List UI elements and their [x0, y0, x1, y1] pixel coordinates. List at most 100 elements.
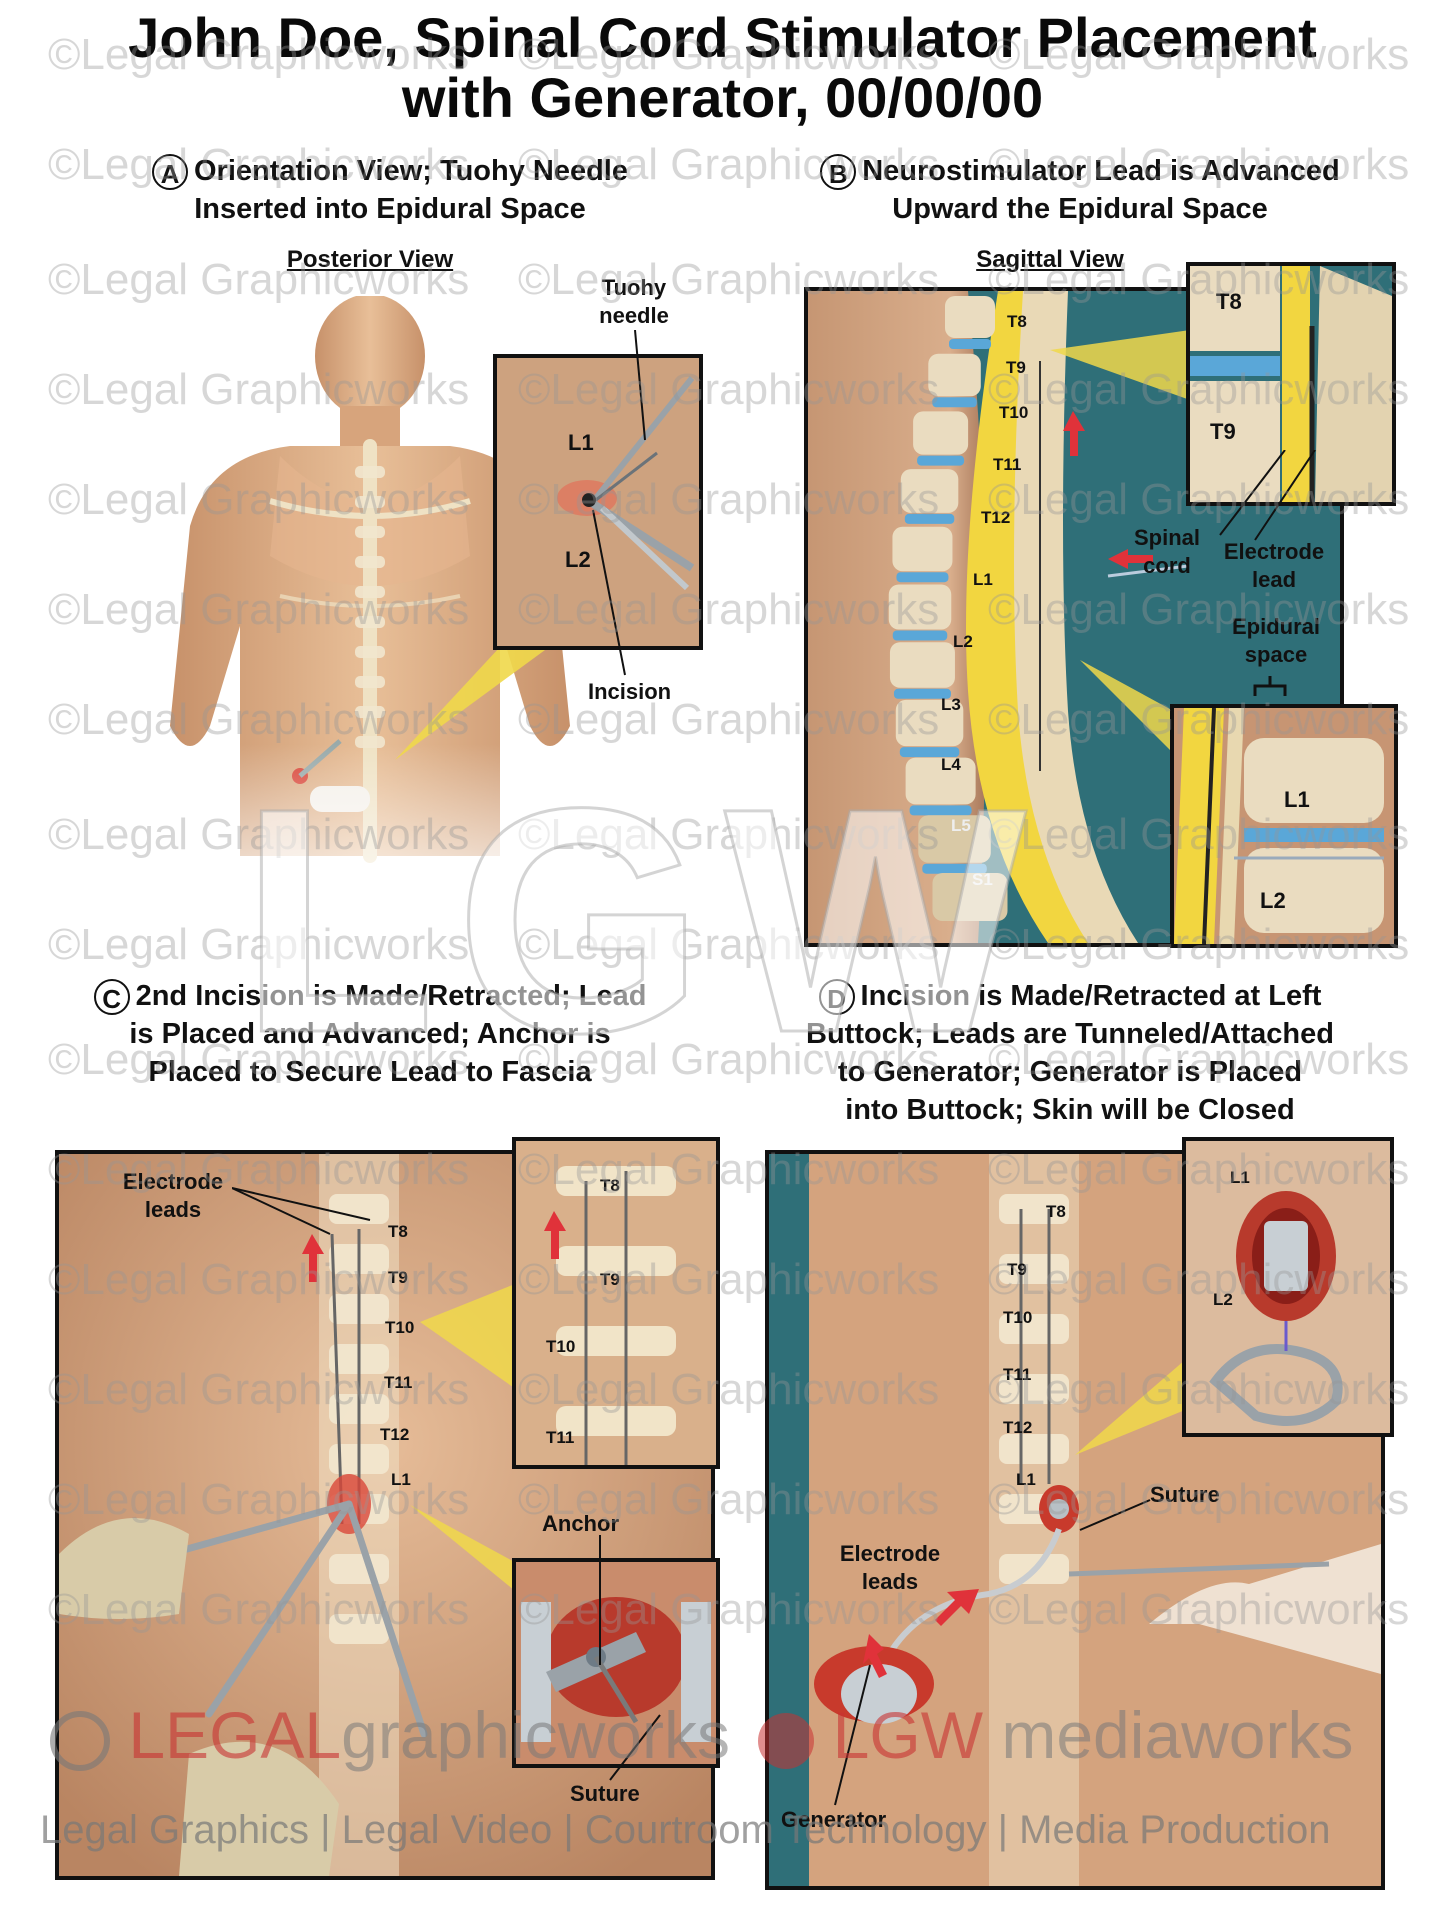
intervertebral-disc [896, 572, 949, 583]
incision-label: Incision [588, 679, 672, 704]
panel-d-letter: D [818, 979, 855, 1016]
vertebra-body [928, 353, 981, 397]
title-line-2: with Generator, 00/00/00 [401, 66, 1044, 129]
title-line-1: John Doe, Spinal Cord Stimulator Placeme… [128, 6, 1317, 69]
c-inset-vertebra-label-2: T10 [546, 1337, 576, 1356]
intervertebral-disc [917, 455, 965, 466]
panel-c-electrode-leaders [232, 1187, 371, 1235]
panel-c-title-line-2: is Placed and Advanced; Anchor is [129, 1018, 611, 1051]
panel-b-callout-bottom [1080, 660, 1190, 770]
brand-lgw: LGW [832, 1698, 983, 1772]
c-electrode-label-line-2: leads [144, 1197, 202, 1222]
sag-vertebra-label-10: S1 [972, 870, 993, 889]
c-vertebra-label-5: L1 [391, 1470, 411, 1489]
magnifier-icon [50, 1710, 110, 1771]
d-inset-label-l1: L1 [1230, 1168, 1250, 1187]
lgw-big-logo-watermark: LGW [238, 741, 1047, 1099]
d-vertebra-label-3: T11 [1003, 1365, 1032, 1384]
panel-c-callout-bottom [410, 1505, 520, 1595]
sagittal-vertebrae-column [888, 296, 1008, 921]
panel-d-leader-lines [834, 1499, 1151, 1806]
play-icon [758, 1712, 815, 1769]
sag-vertebra-label-4: T12 [981, 508, 1011, 527]
panel-d-title-line-1: Incision is Made/Retracted at Left [860, 980, 1322, 1012]
d-inset-label-l2: L2 [1213, 1290, 1233, 1309]
generator-label: Generator [781, 1807, 887, 1832]
panel-b-title-line-2: Upward the Epidural Space [892, 193, 1268, 226]
c-vertebra-label-0: T8 [388, 1222, 408, 1241]
intervertebral-disc [904, 513, 955, 524]
vertebra-body [913, 411, 969, 455]
sag-vertebra-label-7: L3 [941, 695, 961, 714]
inset-b-label-l1: L1 [1284, 787, 1310, 812]
c-inset-vertebra-label-1: T9 [600, 1270, 620, 1289]
intervertebral-disc [922, 863, 987, 874]
panel-a-view-label: Posterior View [286, 246, 454, 273]
d-vertebra-label-2: T10 [1003, 1308, 1033, 1327]
c-inset-vertebra-label-3: T11 [546, 1428, 575, 1447]
c-vertebra-label-1: T9 [388, 1268, 408, 1287]
torso-illustration [170, 296, 590, 936]
panel-d-title-line-2: Buttock; Leads are Tunneled/Attached [806, 1018, 1334, 1051]
panel-d-title-line-3: to Generator; Generator is Placed [837, 1056, 1303, 1089]
intervertebral-disc [893, 688, 951, 699]
panel-a-callout-pointer [395, 620, 545, 760]
panel-b-inset-bottom [1170, 704, 1398, 948]
anchor-label: Anchor [542, 1511, 619, 1536]
intervertebral-disc [899, 747, 960, 758]
brand-graphicworks: graphicworks [341, 1698, 730, 1772]
electrode-label-line-1: Electrode [1223, 539, 1325, 564]
sag-vertebra-label-8: L4 [941, 755, 961, 774]
panel-c-inset-leaders [599, 1535, 661, 1781]
brand-mediaworks: mediaworks [1001, 1698, 1354, 1772]
intervertebral-disc [949, 339, 991, 349]
sag-vertebra-label-2: T10 [999, 403, 1029, 422]
d-electrode-label-line-1: Electrode [839, 1541, 941, 1566]
vertebra-body [892, 526, 953, 572]
panel-b-title-line-1: Neurostimulator Lead is Advanced [862, 155, 1340, 187]
vertebra-body [895, 699, 964, 747]
inset-b-label-t8: T8 [1216, 289, 1242, 314]
electrode-label-line-2: lead [1251, 567, 1297, 592]
c-vertebra-label-3: T11 [384, 1373, 413, 1392]
vertebra-body [905, 757, 976, 805]
tuohy-needle-label: Tuohy needle [588, 274, 680, 330]
d-vertebra-label-0: T8 [1046, 1202, 1066, 1221]
panel-d-suture-label: Suture [1150, 1482, 1220, 1507]
panel-c-electrode-leads-label: Electrode leads [112, 1168, 234, 1224]
panel-d-title-line-4: into Buttock; Skin will be Closed [845, 1094, 1295, 1127]
brand-watermark-row: LEGALgraphicworks LGW mediaworks [50, 1700, 1353, 1771]
page-title: John Doe, Spinal Cord Stimulator Placeme… [0, 8, 1445, 128]
vertebra-body [889, 642, 955, 688]
panel-c-suture-label: Suture [570, 1781, 640, 1806]
sag-vertebra-label-9: L5 [951, 816, 971, 835]
sag-vertebra-label-0: T8 [1007, 312, 1027, 331]
panel-b-inset-top [1186, 262, 1396, 506]
panel-b-callout-top [1050, 330, 1190, 400]
panel-a-leader-lines [592, 330, 646, 676]
footer-tagline: Legal Graphics | Legal Video | Courtroom… [40, 1808, 1331, 1852]
panel-a-title-line-1: Orientation View; Tuohy Needle [194, 155, 628, 187]
panel-c-inset-top [512, 1137, 720, 1469]
c-inset-vertebra-label-0: T8 [600, 1176, 620, 1195]
spinal-cord-label: Spinal cord [1126, 524, 1208, 580]
sag-vertebra-label-6: L2 [953, 632, 973, 651]
d-electrode-label-line-2: leads [861, 1569, 919, 1594]
spinal-label-line-2: cord [1143, 553, 1191, 578]
intervertebral-disc [932, 397, 977, 408]
tuohy-label-line-1: Tuohy [601, 275, 667, 300]
c-vertebra-label-4: T12 [380, 1425, 410, 1444]
panel-a-title-line-2: Inserted into Epidural Space [194, 193, 586, 226]
panel-d-electrode-leads-label: Electrode leads [832, 1540, 948, 1596]
sag-vertebra-label-1: T9 [1006, 358, 1026, 377]
sag-vertebra-label-5: L1 [973, 570, 993, 589]
intervertebral-disc [909, 805, 972, 816]
panel-b-letter: B [820, 154, 857, 191]
vertebra-body [945, 296, 995, 338]
panel-c-inset-bottom [512, 1558, 720, 1768]
panel-d-inset [1182, 1137, 1394, 1437]
c-vertebra-label-2: T10 [385, 1318, 415, 1337]
